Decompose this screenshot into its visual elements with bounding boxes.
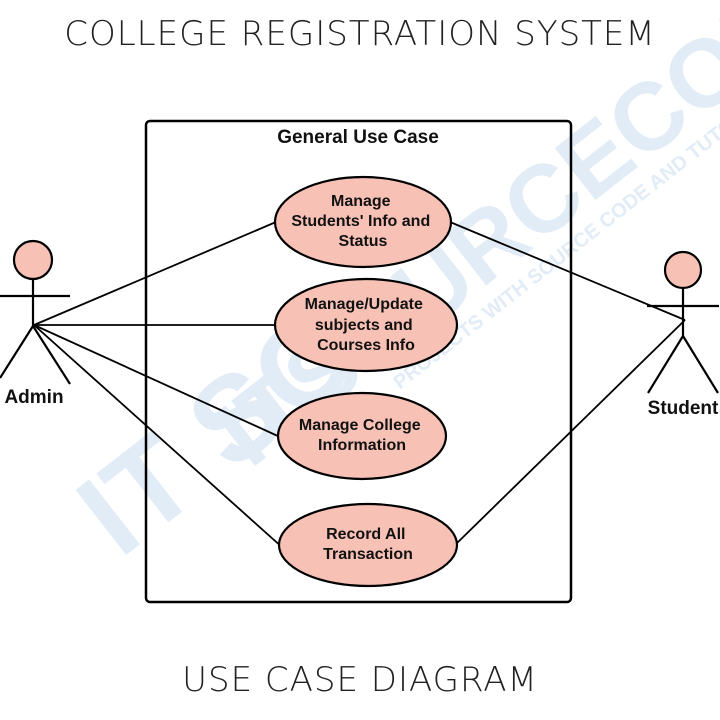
- assoc-admin-uc3: [33, 324, 281, 438]
- use-case-label: Manage/Update subjects and Courses Info: [305, 296, 428, 354]
- actor-head-icon: [12, 239, 54, 281]
- actor-admin-label: Admin: [4, 387, 63, 408]
- admin-associations: [33, 221, 284, 549]
- use-case-label: Manage College Information: [299, 417, 425, 454]
- use-case-1: Manage Students' Info and Status: [273, 175, 453, 269]
- actor-student: [647, 250, 719, 394]
- use-case-ellipse: [273, 277, 459, 373]
- use-case-ellipse: [273, 175, 453, 269]
- system-boundary: [144, 119, 573, 604]
- use-case-2: Manage/Update subjects and Courses Info: [273, 277, 459, 373]
- assoc-student-uc1: [449, 221, 686, 321]
- actor-student-label: Student: [648, 398, 719, 419]
- assoc-admin-uc1: [33, 221, 277, 326]
- use-case-4: Record All Transaction: [277, 502, 459, 588]
- assoc-admin-uc4: [33, 324, 284, 549]
- assoc-student-uc4: [454, 319, 686, 546]
- use-case-ellipse: [277, 502, 459, 588]
- actor-admin: [0, 239, 71, 385]
- boundary-title: General Use Case: [277, 127, 439, 148]
- actor-head-icon: [663, 250, 703, 290]
- use-case-3: Manage College Information: [276, 391, 448, 481]
- use-case-ellipse: [276, 391, 448, 481]
- page-title: COLLEGE REGISTRATION SYSTEM: [64, 14, 656, 54]
- use-case-label: Manage Students' Info and Status: [291, 193, 434, 250]
- watermark-brand: ITSOURCECODE: [197, 0, 720, 487]
- page-footer: USE CASE DIAGRAM: [182, 660, 538, 700]
- student-associations: [449, 221, 686, 546]
- use-case-label: Record All Transaction: [323, 526, 413, 563]
